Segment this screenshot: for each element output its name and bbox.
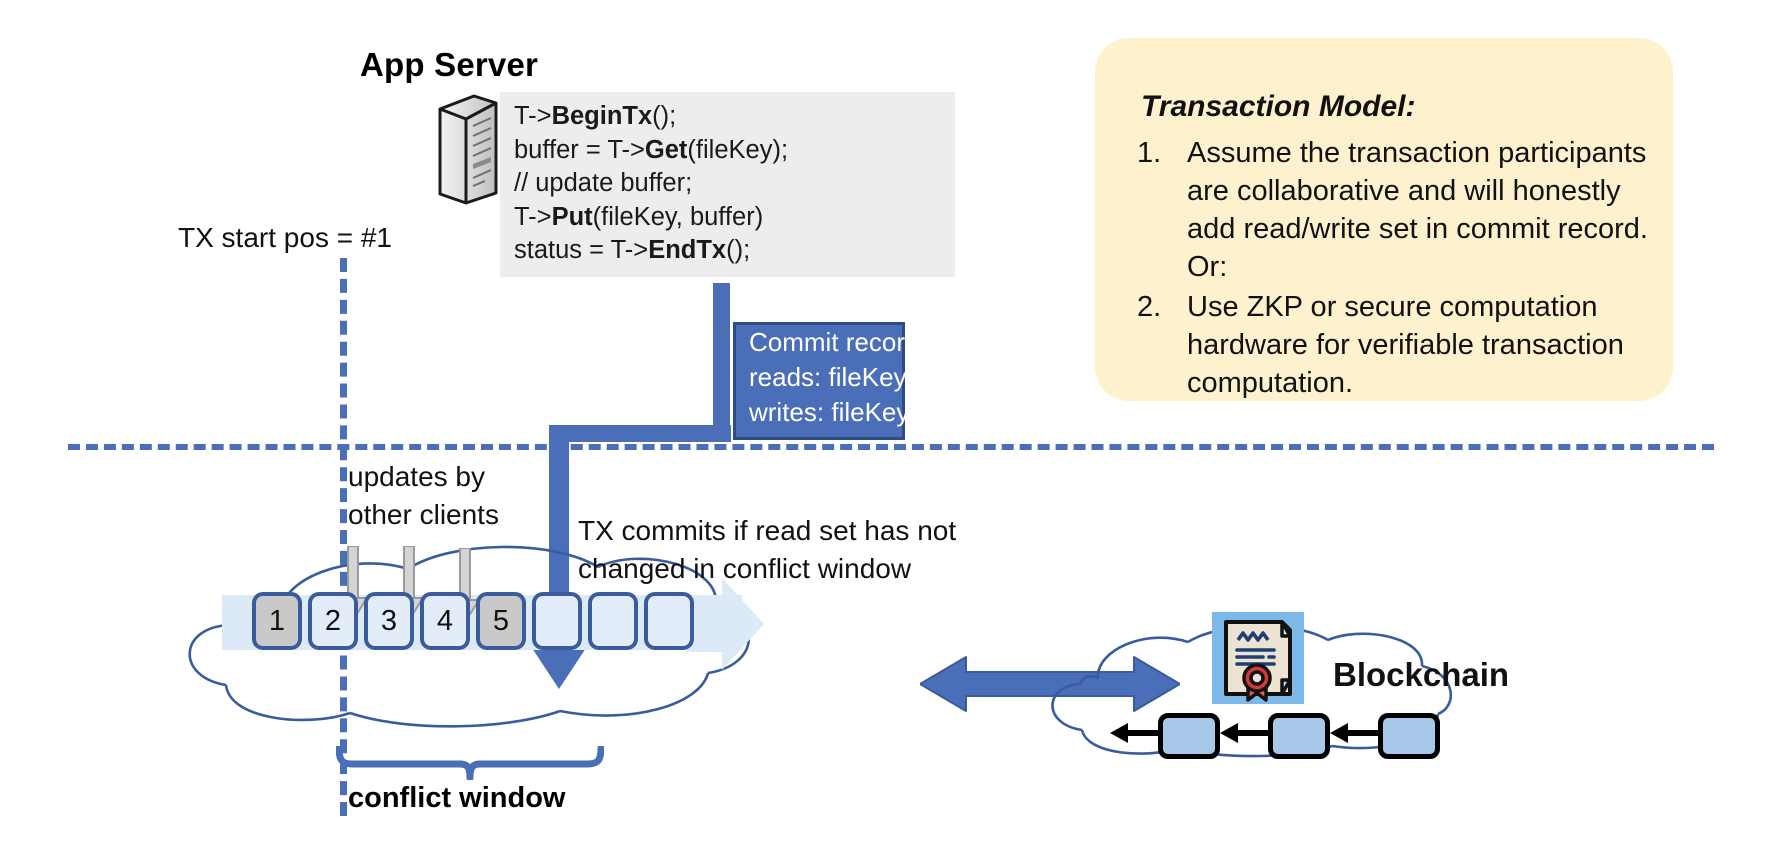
blockchain-block-chain [1110, 710, 1440, 761]
log-slot-6[interactable] [532, 592, 582, 650]
tx-start-dashed-line [340, 258, 347, 816]
log-slot-5[interactable]: 5 [476, 592, 526, 650]
code-line-2: buffer = T->Get(fileKey); [514, 135, 789, 164]
blockchain-block-2[interactable] [1268, 712, 1330, 759]
updates-by-other-clients-label: updates by other clients [348, 458, 499, 534]
transaction-model-item-1: 1. Assume the transaction participants a… [1135, 134, 1651, 286]
code-line-5: status = T->EndTx(); [514, 236, 751, 264]
transaction-model-title: Transaction Model: [1141, 90, 1416, 123]
blockchain-link-arrow-0 [1110, 710, 1158, 761]
code-line-1: T->BeginTx(); [514, 102, 677, 130]
list-number: 1. [1137, 137, 1162, 169]
conflict-window-label: conflict window [348, 782, 566, 814]
log-slot-4[interactable]: 4 [420, 592, 470, 650]
log-slot-2[interactable]: 2 [308, 592, 358, 650]
commit-record-reads: reads: fileKey [749, 362, 907, 392]
blockchain-link-arrow-1 [1220, 710, 1268, 761]
shared-log-cloud [160, 525, 800, 735]
tx-commit-condition-note: TX commits if read set has not changed i… [578, 512, 956, 588]
commit-arrow-segment-vertical-top [713, 283, 730, 433]
log-slot-3[interactable]: 3 [364, 592, 414, 650]
log-slot-row: 1 2 3 4 5 [252, 592, 694, 654]
log-slot-7[interactable] [588, 592, 638, 650]
section-divider-dashed [68, 444, 1714, 450]
log-slot-1[interactable]: 1 [252, 592, 302, 650]
log-growth-arrow [686, 576, 766, 672]
code-line-3: // update buffer; [514, 169, 693, 197]
server-tower-icon [432, 93, 504, 205]
page-title-app-server: App Server [360, 46, 539, 83]
blockchain-link-arrow-2 [1330, 710, 1378, 761]
tx-start-position-label: TX start pos = #1 [178, 222, 392, 253]
commit-arrow-head [530, 645, 588, 689]
log-slot-8[interactable] [644, 592, 694, 650]
code-line-4: T->Put(fileKey, buffer) [514, 202, 764, 231]
commit-record-writes: writes: fileKey [749, 397, 910, 427]
tx-commit-note-line-1: TX commits if read set has not [578, 515, 957, 546]
commit-record-title: Commit record: [749, 327, 927, 357]
blockchain-label: Blockchain [1333, 656, 1510, 693]
commit-record-box: Commit record: reads: fileKey writes: fi… [733, 322, 927, 440]
transaction-model-item-2: 2. Use ZKP or secure computation hardwar… [1135, 288, 1651, 402]
list-number: 2. [1137, 291, 1162, 323]
transaction-model-list: 1. Assume the transaction participants a… [1135, 134, 1651, 404]
list-text: Use ZKP or secure computation hardware f… [1187, 291, 1624, 399]
blockchain-block-1[interactable] [1158, 712, 1220, 759]
list-text: Assume the transaction participants are … [1187, 137, 1648, 283]
code-snippet-block: T->BeginTx(); buffer = T->Get(fileKey); … [500, 92, 955, 277]
commit-arrow-segment-horizontal [549, 425, 731, 442]
tx-commit-note-line-2: changed in conflict window [578, 553, 912, 584]
certificate-seal-icon [1212, 612, 1304, 704]
conflict-window-brace [335, 744, 605, 782]
updates-label-line-1: updates by [348, 461, 485, 492]
blockchain-block-3[interactable] [1378, 712, 1440, 759]
transaction-model-callout: Transaction Model: 1. Assume the transac… [1095, 38, 1673, 401]
updates-label-line-2: other clients [348, 499, 499, 530]
